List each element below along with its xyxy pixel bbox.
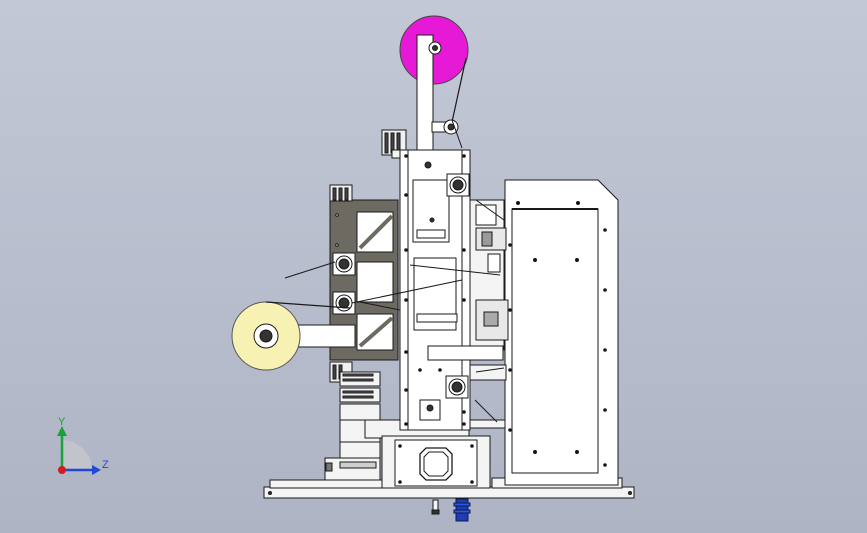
z-axis-label: Z (102, 459, 109, 471)
bearing-blocks (332, 173, 470, 399)
right-housing (504, 179, 619, 486)
y-axis-label: Y (58, 416, 66, 428)
right-mechanism (464, 199, 509, 429)
gray-frame-plate (329, 184, 399, 383)
magenta-roll (399, 15, 469, 151)
bottom-connectors (431, 498, 471, 522)
yellow-roll (231, 301, 356, 371)
x-axis-icon (58, 466, 66, 474)
motor-box (364, 419, 491, 489)
tape-path (284, 119, 505, 423)
axis-triad (57, 426, 101, 475)
